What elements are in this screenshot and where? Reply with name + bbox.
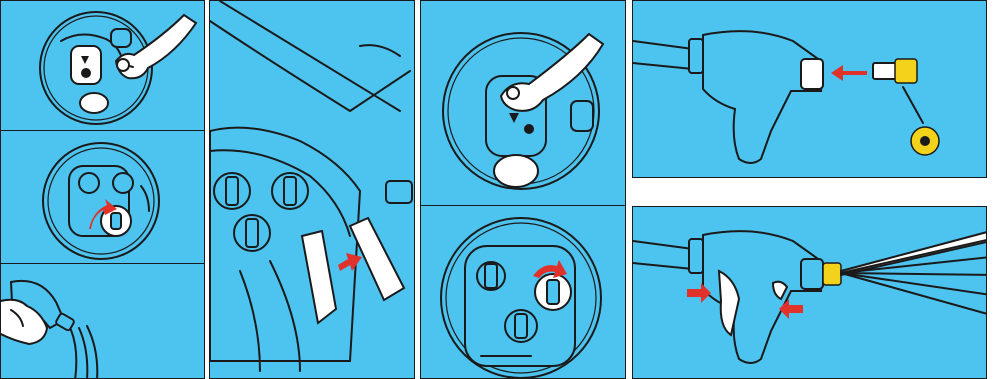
panel-gun-flow-bottom-left xyxy=(0,263,205,379)
panel-nozzle-insert xyxy=(632,0,987,178)
gun-spray-trigger-icon xyxy=(633,207,987,379)
panel-knob-hand-top-mid xyxy=(420,0,626,206)
panel-gun-spray xyxy=(632,206,987,379)
knob-rotation-arrow-icon xyxy=(1,131,205,264)
hand-turning-left-knob-icon xyxy=(1,1,205,131)
panel-control-detail xyxy=(209,0,415,379)
panel-knob-hand-top-left xyxy=(0,0,205,131)
nozzle-insertion-icon xyxy=(633,1,987,178)
panel-knob-arrow-bottom-mid xyxy=(420,205,626,379)
knob-clockwise-arrow-icon xyxy=(421,206,626,379)
hand-turning-right-knob-icon xyxy=(421,1,626,206)
hose-connection-detail-icon xyxy=(210,1,415,379)
gun-water-flow-icon xyxy=(1,264,205,379)
panel-knob-arrow-mid-left xyxy=(0,130,205,264)
